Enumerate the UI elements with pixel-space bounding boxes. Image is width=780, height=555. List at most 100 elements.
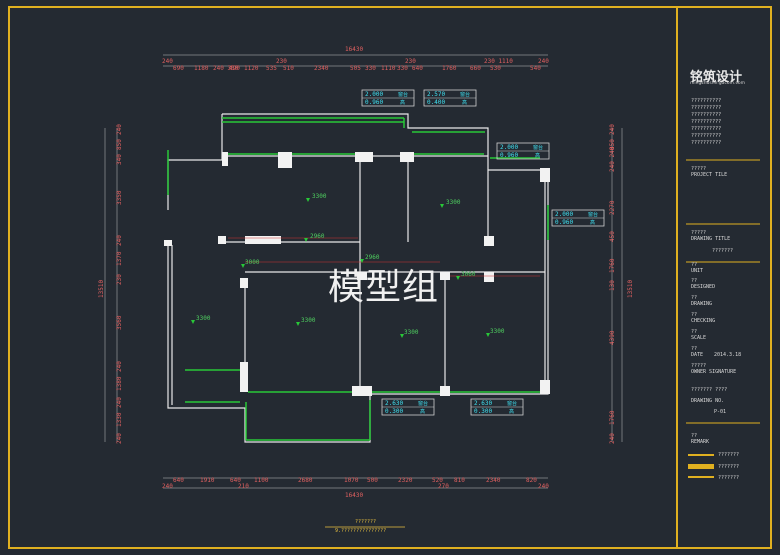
svg-text:2.570: 2.570: [427, 91, 445, 98]
svg-text:230: 230: [116, 274, 123, 285]
svg-text:330: 330: [397, 65, 408, 72]
bottom-dim-labels: 240 640 1910 640 210 1100 2680 1070 500 …: [162, 477, 549, 490]
svg-text:490: 490: [229, 65, 240, 72]
svg-text:500: 500: [367, 477, 378, 484]
svg-text:240: 240: [116, 397, 123, 408]
scale-cn: ??: [691, 329, 698, 335]
level-markers: [191, 198, 490, 338]
drawing-title-value: ???????: [712, 248, 734, 254]
svg-text:1110: 1110: [381, 65, 396, 72]
svg-text:0.960: 0.960: [555, 219, 573, 226]
svg-text:640: 640: [173, 477, 184, 484]
svg-text:340: 340: [116, 154, 123, 165]
drawing-title-cn: ?????: [691, 230, 707, 236]
window-callout-5: 2.630 0.300 窗台 高: [381, 398, 435, 416]
svg-text:690: 690: [173, 65, 184, 72]
svg-text:高: 高: [509, 408, 514, 415]
drawing-no-label: DRAWING NO.: [691, 398, 725, 404]
svg-text:820: 820: [526, 477, 537, 484]
date-label: DATE: [691, 352, 704, 358]
svg-text:850: 850: [116, 139, 123, 150]
window-callout-6: 2.630 0.300 窗台 高: [470, 398, 524, 416]
svg-text:窗台: 窗台: [507, 400, 517, 407]
svg-text:240: 240: [116, 235, 123, 246]
svg-text:2340: 2340: [314, 65, 329, 72]
svg-text:高: 高: [400, 99, 405, 106]
footer-line-2: 9.???????????????: [335, 528, 387, 534]
svg-text:2340: 2340: [486, 477, 501, 484]
svg-text:2960: 2960: [310, 233, 325, 240]
right-dim-labels: 240 850 240 240 2270 450 1760 130 4390 1…: [609, 124, 634, 444]
svg-text:240: 240: [116, 124, 123, 135]
svg-text:13510: 13510: [98, 280, 105, 298]
svg-text:230: 230: [405, 58, 416, 65]
svg-text:535: 535: [266, 65, 277, 72]
svg-text:3300: 3300: [196, 315, 211, 322]
svg-text:2.630: 2.630: [474, 400, 492, 407]
unit-cn: ??: [691, 262, 698, 268]
svg-text:0.400: 0.400: [427, 99, 445, 106]
svg-text:1760: 1760: [442, 65, 457, 72]
svg-text:240: 240: [538, 58, 549, 65]
svg-text:520: 520: [432, 477, 443, 484]
svg-text:540: 540: [530, 65, 541, 72]
svg-text:3000: 3000: [245, 259, 260, 266]
svg-text:1070: 1070: [344, 477, 359, 484]
company-site: mingzhushe.gacom.com: [690, 81, 746, 86]
overall-dim-bottom: 16430: [345, 492, 363, 499]
date-value: 2014.3.18: [714, 352, 742, 358]
svg-text:2.000: 2.000: [500, 144, 518, 151]
svg-text:2.000: 2.000: [365, 91, 383, 98]
svg-text:505: 505: [350, 65, 361, 72]
svg-text:1100: 1100: [254, 477, 269, 484]
svg-text:1380: 1380: [116, 376, 123, 391]
svg-text:210: 210: [238, 483, 249, 490]
svg-text:230 1110: 230 1110: [484, 58, 513, 65]
svg-text:2680: 2680: [298, 477, 313, 484]
svg-text:1370: 1370: [116, 251, 123, 266]
room-areas: 3300 3300 3300 2960 3000 2960 3060 3300 …: [196, 193, 505, 336]
svg-text:13510: 13510: [627, 280, 634, 298]
designed-label: DESIGNED: [691, 284, 716, 290]
remark-label: REMARK: [691, 439, 710, 445]
svg-text:1910: 1910: [200, 477, 215, 484]
company-logo: 铭筑设计: [690, 70, 743, 85]
svg-text:1330: 1330: [116, 412, 123, 427]
svg-text:3300: 3300: [312, 193, 327, 200]
drawing-cn: ??: [691, 295, 698, 301]
svg-text:3350: 3350: [116, 190, 123, 205]
titleblock-rules: [686, 159, 760, 424]
legend-2: ???????: [718, 464, 740, 470]
checking-label: CHECKING: [691, 318, 716, 324]
svg-text:240: 240: [609, 124, 616, 135]
svg-text:240 350: 240 350: [213, 65, 239, 72]
svg-text:0.300: 0.300: [474, 408, 492, 415]
svg-text:640: 640: [230, 477, 241, 484]
beams: [228, 237, 540, 277]
svg-text:240: 240: [162, 58, 173, 65]
svg-text:270: 270: [438, 483, 449, 490]
owner-label: OWNER SIGNATURE: [691, 369, 737, 375]
checking-cn: ??: [691, 312, 698, 318]
svg-text:240: 240: [538, 483, 549, 490]
titleblock-legend-bars: [688, 454, 714, 478]
svg-text:高: 高: [462, 99, 467, 106]
svg-text:1760: 1760: [609, 258, 616, 273]
svg-text:0.960: 0.960: [365, 99, 383, 106]
scale-label: SCALE: [691, 335, 707, 341]
window-callout-1: 2.000 0.960 窗台 高: [361, 89, 415, 107]
overall-dim-top: 16430: [345, 46, 363, 53]
remark-cn: ??: [691, 433, 698, 439]
svg-text:窗台: 窗台: [460, 91, 470, 98]
windows-green: [167, 117, 549, 441]
svg-text:240: 240: [162, 483, 173, 490]
svg-text:3300: 3300: [446, 199, 461, 206]
svg-text:330: 330: [365, 65, 376, 72]
svg-text:510: 510: [283, 65, 294, 72]
svg-text:1180: 1180: [194, 65, 209, 72]
svg-text:3300: 3300: [490, 328, 505, 335]
project-title-label: PROJECT TILE: [691, 172, 728, 178]
svg-text:3300: 3300: [301, 317, 316, 324]
owner-cn: ?????: [691, 363, 707, 369]
svg-text:窗台: 窗台: [533, 144, 543, 151]
